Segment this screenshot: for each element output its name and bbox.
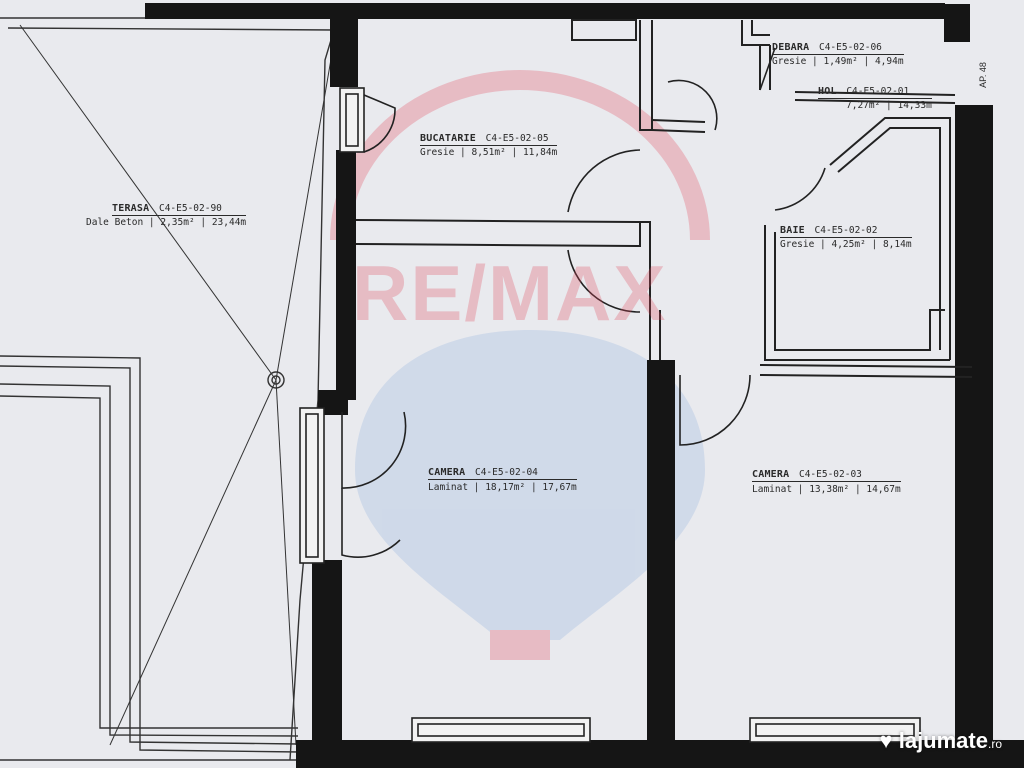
room-info: 7,27m² | 14,33m [846, 100, 932, 111]
room-name: CAMERA [752, 469, 790, 480]
room-name: BUCATARIE [420, 133, 476, 144]
room-name: HOL [818, 86, 837, 97]
room-info: Gresie | 8,51m² | 11,84m [420, 147, 558, 158]
room-info: Laminat | 18,17m² | 17,67m [428, 482, 577, 493]
door-swings [341, 47, 826, 558]
heart-icon: ♥ [879, 728, 899, 753]
remax-watermark-text: RE/MAX [352, 249, 668, 337]
room-code: C4-E5-02-04 [474, 467, 538, 478]
site-tld: .ro [987, 737, 1002, 751]
room-code: C4-E5-02-90 [158, 203, 222, 214]
room-label-baie: BAIE C4-E5-02-02 Gresie | 4,25m² | 8,14m [780, 220, 912, 250]
site-name: lajumate [898, 728, 988, 753]
room-label-hol: HOL C4-E5-02-01 7,27m² | 14,33m [818, 81, 932, 111]
interior-walls [355, 19, 973, 378]
room-label-terasa: TERASA C4-E5-02-90 Dale Beton | 2,35m² |… [86, 198, 247, 228]
room-label-camera-1: CAMERA C4-E5-02-04 Laminat | 18,17m² | 1… [428, 462, 577, 493]
room-name: CAMERA [428, 467, 466, 478]
room-code: C4-E5-02-02 [814, 225, 878, 236]
room-label-bucatarie: BUCATARIE C4-E5-02-05 Gresie | 8,51m² | … [420, 128, 558, 158]
room-info: Gresie | 4,25m² | 8,14m [780, 239, 912, 250]
walls [145, 3, 1024, 768]
room-label-camera-2: CAMERA C4-E5-02-03 Laminat | 13,38m² | 1… [752, 464, 901, 495]
room-code: C4-E5-02-03 [798, 469, 862, 480]
room-name: TERASA [112, 203, 150, 214]
room-code: C4-E5-02-06 [818, 42, 882, 53]
room-info: Gresie | 1,49m² | 4,94m [772, 56, 904, 67]
room-name: BAIE [780, 225, 805, 236]
apartment-label: AP. 48 [977, 62, 988, 88]
remax-balloon-watermark [330, 70, 710, 660]
room-label-debara: DEBARA C4-E5-02-06 Gresie | 1,49m² | 4,9… [772, 37, 904, 67]
room-name: DEBARA [772, 42, 810, 53]
room-code: C4-E5-02-05 [485, 133, 549, 144]
site-watermark: ♥ lajumate.ro [880, 728, 1002, 754]
room-info: Dale Beton | 2,35m² | 23,44m [86, 217, 247, 228]
windows [299, 87, 921, 743]
room-code: C4-E5-02-01 [846, 86, 910, 97]
room-info: Laminat | 13,38m² | 14,67m [752, 484, 901, 495]
